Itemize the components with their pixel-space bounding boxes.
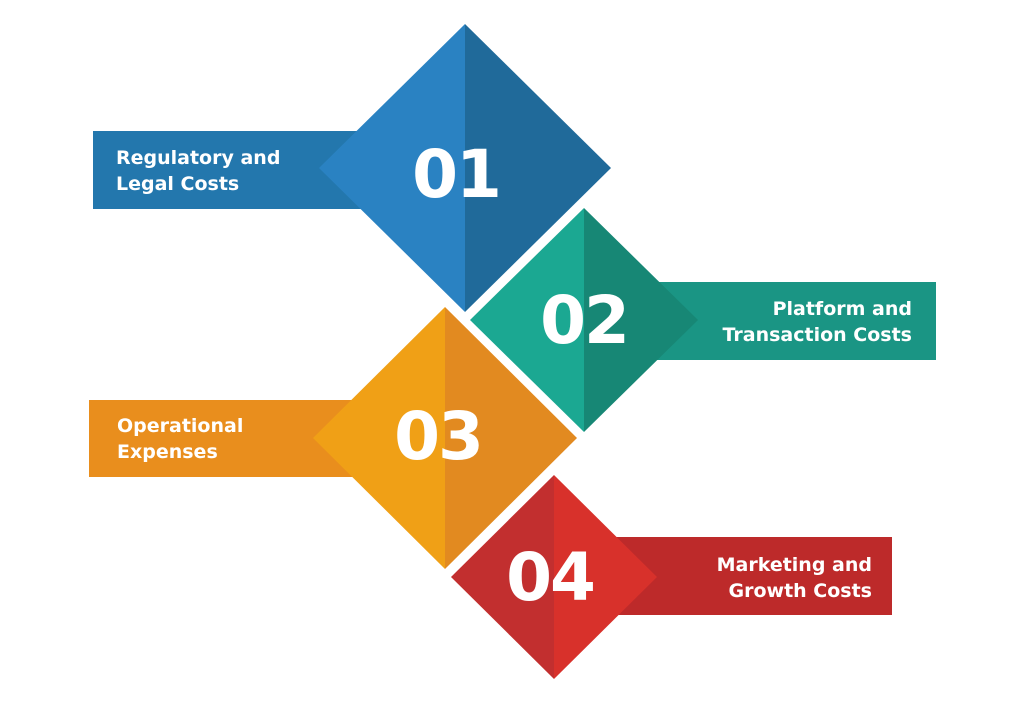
label-04: Marketing and Growth Costs [632,552,872,604]
diamond-01-left [319,24,465,312]
diamond-03-left [313,307,445,569]
label-02-line2: Transaction Costs [722,324,912,346]
diamond-02-left [470,208,584,432]
label-04-line2: Growth Costs [728,580,873,602]
label-02-line1: Platform and [772,298,912,320]
number-02: 02 [540,282,630,359]
label-03-line2: Expenses [117,441,218,463]
label-01: Regulatory and Legal Costs [116,145,356,197]
label-01-line1: Regulatory and [116,147,281,169]
number-01: 01 [412,136,502,213]
label-01-line2: Legal Costs [116,173,240,195]
diamond-04-left [451,475,554,679]
label-03: Operational Expenses [117,413,357,465]
label-02: Platform and Transaction Costs [672,296,912,348]
number-04: 04 [506,539,596,616]
diamond-02-right [584,208,698,432]
number-03: 03 [394,398,484,475]
diamond-03-right [445,307,577,569]
label-03-line1: Operational [117,415,244,437]
diamond-01-right [465,24,611,312]
label-04-line1: Marketing and [716,554,872,576]
diamond-04-right [554,475,657,679]
